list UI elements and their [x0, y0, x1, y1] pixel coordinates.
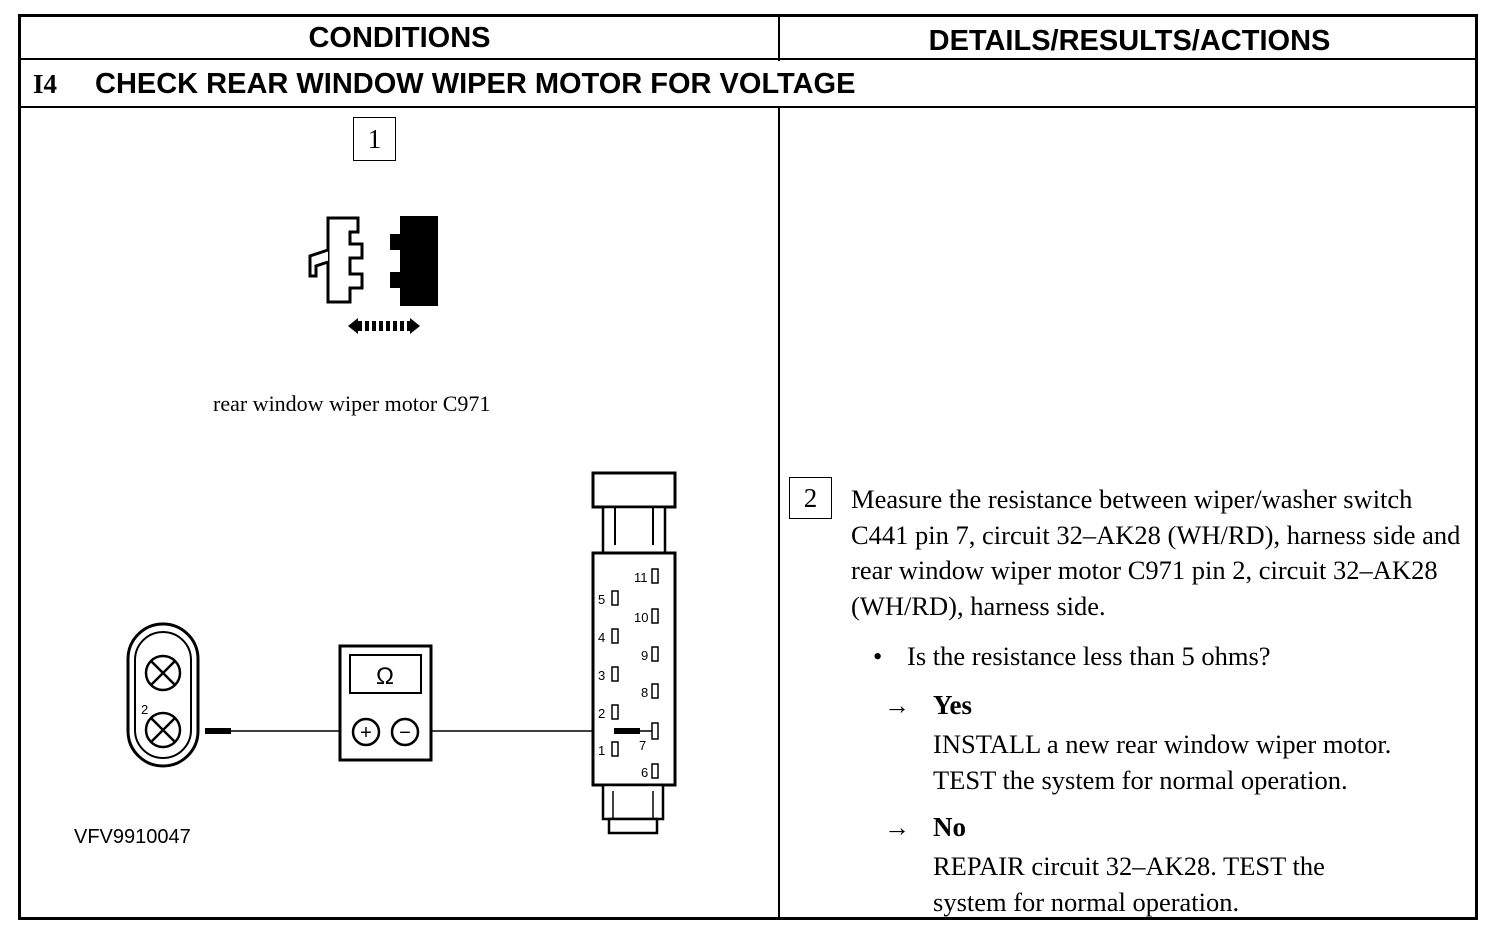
yes-action-line-1: INSTALL a new rear window wiper motor.	[933, 729, 1392, 759]
yes-action: INSTALL a new rear window wiper motor. T…	[933, 727, 1391, 798]
switch-pin-slot	[611, 628, 619, 644]
switch-pin-label: 9	[641, 648, 648, 663]
yes-action-line-2: TEST the system for normal operation.	[933, 764, 1348, 795]
motor-connector: 2	[126, 622, 200, 768]
substep-2-box: 2	[789, 477, 832, 519]
connector-caption: rear window wiper motor C971	[213, 391, 491, 416]
motor-pin-label: 2	[141, 702, 148, 717]
meter-minus-terminal	[390, 717, 420, 747]
conditions-header: CONDITIONS	[308, 21, 491, 54]
switch-pin-label: 6	[641, 765, 648, 780]
question-bullet: • Is the resistance less than 5 ohms?	[873, 641, 1271, 672]
header-divider	[21, 58, 1475, 60]
meter-plus-terminal	[351, 717, 381, 747]
switch-pin-7-slot	[651, 722, 659, 740]
ohmmeter: Ω + −	[338, 644, 433, 762]
yes-arrow-icon: →	[884, 691, 910, 720]
step-title: CHECK REAR WINDOW WIPER MOTOR FOR VOLTAG…	[95, 67, 856, 100]
switch-pin-label: 3	[598, 668, 605, 683]
details-header: DETAILS/RESULTS/ACTIONS	[928, 24, 1331, 57]
switch-pin-slot	[611, 590, 619, 606]
arrow-left-head	[348, 318, 358, 334]
substep-1-number: 1	[367, 123, 382, 154]
step-number: I4	[33, 68, 58, 99]
switch-pin-label: 7	[639, 738, 646, 753]
no-action-line-2: system for normal operation.	[933, 886, 1240, 917]
column-divider	[778, 106, 780, 920]
column-divider-top	[778, 17, 780, 61]
switch-pin-label: 10	[634, 610, 648, 625]
switch-probe	[614, 728, 640, 734]
no-arrow-icon: →	[884, 813, 910, 842]
bullet-dot: •	[873, 641, 883, 671]
switch-pin-label: 5	[598, 592, 605, 607]
substep-1-box: 1	[353, 117, 396, 161]
meter-plus-label: +	[360, 722, 372, 744]
switch-pin-slot	[611, 704, 619, 720]
switch-pin-label: 2	[598, 706, 605, 721]
switch-pin-label: 4	[598, 630, 605, 645]
switch-pin-slot	[651, 608, 659, 624]
arrow-right-head	[410, 318, 420, 334]
switch-pin-label: 1	[598, 743, 605, 758]
connector-female-half	[390, 216, 438, 306]
switch-pin-slot	[611, 741, 619, 757]
substep-2-number: 2	[803, 482, 818, 513]
ohm-symbol: Ω	[376, 663, 394, 690]
no-label: No	[933, 812, 966, 842]
motor-pin-2	[144, 711, 182, 749]
no-action-line-1: REPAIR circuit 32–AK28. TEST the	[933, 851, 1325, 881]
connector-latch	[308, 248, 329, 278]
switch-pin-label: 8	[641, 685, 648, 700]
no-action: REPAIR circuit 32–AK28. TEST the system …	[933, 849, 1325, 920]
meter-minus-label: −	[399, 722, 411, 744]
figure-id: VFV9910047	[74, 826, 191, 848]
switch-pin-slot	[651, 646, 659, 662]
switch-pin-slot	[651, 683, 659, 699]
connector-disconnect-icon	[308, 216, 438, 334]
switch-pin-slot	[651, 568, 659, 584]
connector-male-half	[326, 216, 364, 304]
motor-pin-1	[144, 654, 182, 692]
motor-probe	[205, 728, 231, 734]
procedure-table: CONDITIONS DETAILS/RESULTS/ACTIONS I4 CH…	[18, 14, 1478, 920]
switch-pin-label: 11	[634, 570, 648, 585]
switch-connector: 11 10 9 8 7 6 5 4 3 2 1	[591, 471, 677, 835]
switch-pin-slot	[651, 763, 659, 779]
instruction-text: Measure the resistance between wiper/was…	[851, 484, 1461, 621]
switch-pin-slot	[611, 666, 619, 682]
step-heading: I4 CHECK REAR WINDOW WIPER MOTOR FOR VOL…	[21, 61, 1475, 107]
yes-label: Yes	[933, 690, 972, 720]
question-text: Is the resistance less than 5 ohms?	[907, 641, 1271, 671]
step-divider	[21, 106, 1475, 108]
